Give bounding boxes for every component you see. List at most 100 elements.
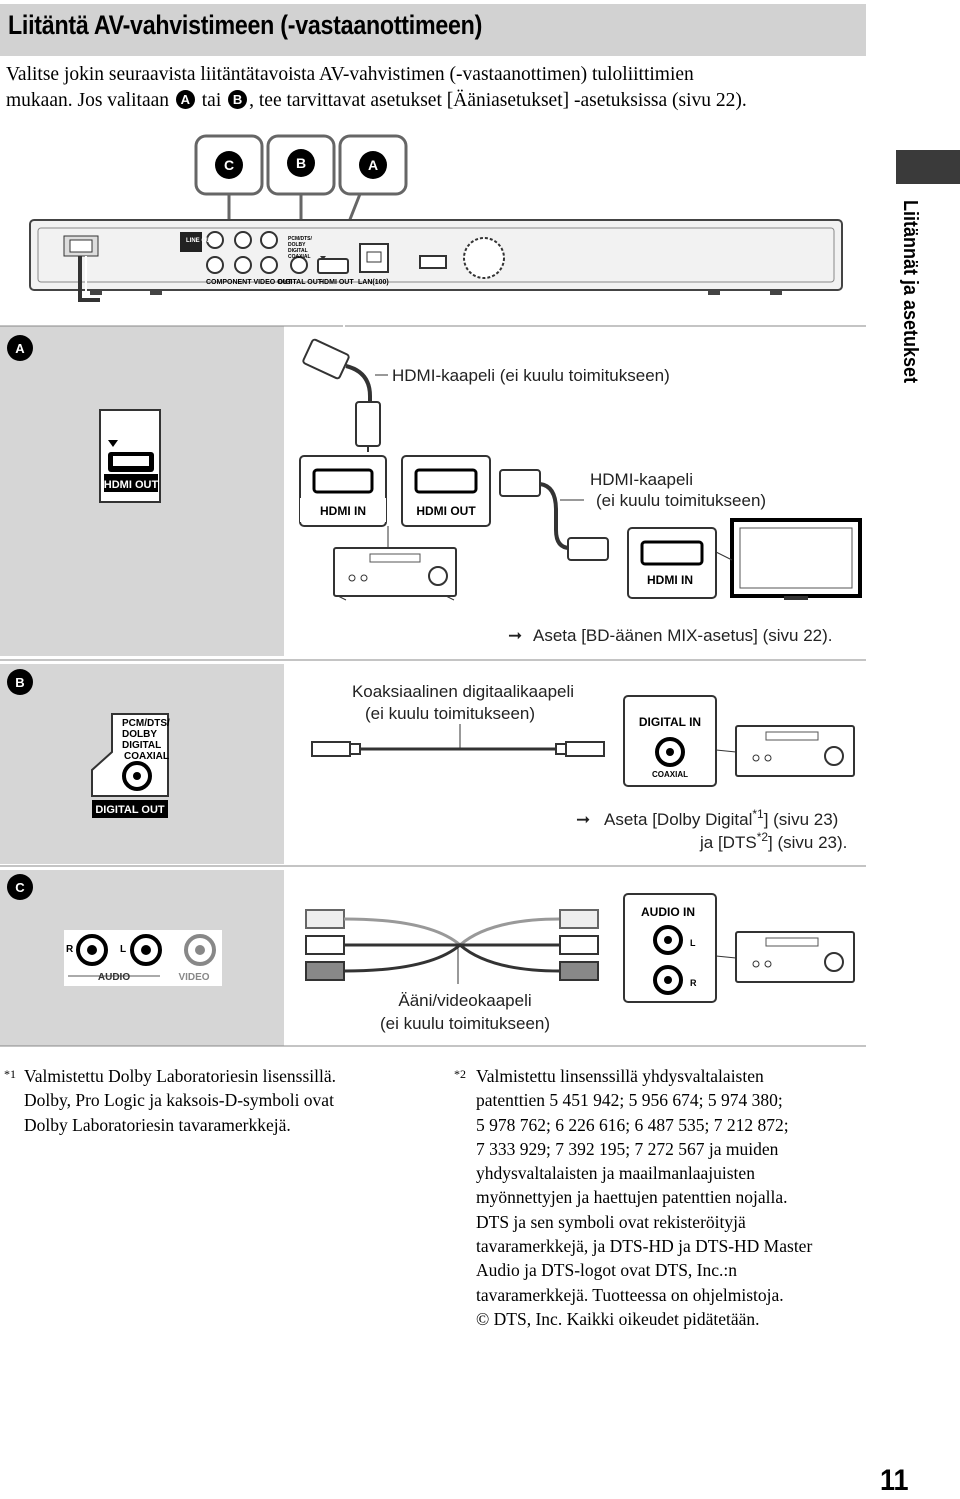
- panel-component-label: COMPONENT VIDEO OUT: [206, 279, 293, 286]
- digital-in-label: DIGITAL IN: [639, 715, 701, 729]
- note-text: ] (sivu 23): [764, 810, 839, 829]
- callout-c-letter: C: [224, 157, 234, 173]
- audio-in-r-label: R: [690, 978, 697, 988]
- av-cable-label-1: Ääni/videokaapeli: [398, 991, 531, 1010]
- badge-b: B: [228, 90, 248, 109]
- tv-hdmi-in-label: HDMI IN: [647, 573, 693, 587]
- section-a-badge-letter: A: [15, 341, 25, 356]
- audio-video-cable: [305, 909, 599, 984]
- receiver-audio-in-jacks: [623, 893, 717, 1003]
- section-tab-marker: [896, 150, 960, 184]
- footnote-2: *2 Valmistettu linsenssillä yhdysvaltala…: [454, 1064, 884, 1331]
- panel-hdmi-out: HDMI OUT: [319, 279, 354, 286]
- footnote-2-line: patenttien 5 451 942; 5 956 674; 5 974 3…: [476, 1090, 783, 1111]
- page-number: 11: [880, 1464, 909, 1497]
- coax-jack-text-1: PCM/DTS/: [122, 718, 170, 729]
- footnote-1-line: Dolby, Pro Logic ja kaksois-D-symboli ov…: [24, 1090, 334, 1111]
- footnote-1-mark: *1: [4, 1067, 16, 1081]
- footnote-2-line: Audio ja DTS-logot ovat DTS, Inc.:n: [476, 1260, 738, 1281]
- note-sup: *1: [752, 807, 764, 821]
- coax-jack-text-3: DIGITAL: [122, 740, 161, 751]
- intro-paragraph: Valitse jokin seuraavista liitäntätavois…: [6, 62, 866, 114]
- section-c-badge-letter: C: [15, 880, 25, 895]
- callout-a-letter: A: [368, 157, 378, 173]
- section-a-arrow: ➞: [508, 626, 522, 645]
- section-b-note-1: Aseta [Dolby Digital*1] (sivu 23): [604, 807, 838, 829]
- section-c-badge: [7, 874, 33, 900]
- panel-dolby: DOLBY: [288, 242, 306, 248]
- coax-jack-text-4: COAXIAL: [124, 751, 169, 762]
- panel-digital: DIGITAL: [288, 248, 308, 254]
- callout-b: [266, 134, 336, 232]
- receiver-coaxial-label: COAXIAL: [652, 770, 688, 779]
- av-jack-r-label: R: [66, 944, 74, 955]
- player-coaxial-jack: [91, 713, 169, 818]
- section-b-arrow: ➞: [576, 810, 590, 829]
- note-text: ja [DTS: [699, 833, 757, 852]
- title-bar: [0, 4, 866, 56]
- hdmi-cable-1: [302, 300, 388, 452]
- panel-lan: LAN(100): [358, 279, 389, 286]
- footnote-2-line: yhdysvaltalaisten ja maailmanlaajuisten: [476, 1163, 755, 1184]
- footnote-1-line: Dolby Laboratoriesin tavaramerkkejä.: [24, 1114, 291, 1135]
- section-a-note: Aseta [BD-äänen MIX-asetus] (sivu 22).: [533, 626, 833, 645]
- coaxial-cable-label-2: (ei kuulu toimitukseen): [365, 704, 535, 723]
- av-jack-l-label: L: [120, 944, 126, 955]
- note-sup: *2: [757, 830, 769, 844]
- footnote-2-line: Valmistettu linsenssillä yhdysvaltalaist…: [476, 1066, 764, 1086]
- hdmi-cable-1-label: HDMI-kaapeli (ei kuulu toimitukseen): [392, 366, 670, 385]
- page-title: Liitäntä AV-vahvistimeen (-vastaanottime…: [8, 10, 483, 40]
- footnote-2-line: © DTS, Inc. Kaikki oikeudet pidätetään.: [476, 1308, 760, 1329]
- av-cable-label-2: (ei kuulu toimitukseen): [380, 1014, 550, 1033]
- av-jack-audio-label: AUDIO: [98, 972, 130, 983]
- coaxial-cable-label-1: Koaksiaalinen digitaalikaapeli: [352, 682, 574, 701]
- hdmi-cable-2-label-1: HDMI-kaapeli: [590, 470, 693, 489]
- section-b-badge-letter: B: [15, 675, 24, 690]
- footnote-1-line: Valmistettu Dolby Laboratoriesin lisenss…: [24, 1066, 337, 1086]
- side-tab-label: Liitännät ja asetukset: [898, 200, 922, 400]
- audio-in-label: AUDIO IN: [641, 905, 695, 919]
- section-b-badge: [7, 669, 33, 695]
- amp-hdmi-in-jack: [299, 455, 387, 527]
- panel-coaxial: COAXIAL: [288, 254, 311, 260]
- amp-hdmi-out-jack: [401, 455, 491, 527]
- coax-jack-text-2: DOLBY: [122, 729, 157, 740]
- player-hdmi-out-jack: [99, 409, 161, 503]
- panel-pcm: PCM/DTS/: [288, 236, 313, 242]
- note-text: ] (sivu 23).: [768, 833, 847, 852]
- amp-hdmi-out-label: HDMI OUT: [416, 504, 476, 518]
- amp-hdmi-in-label: HDMI IN: [320, 504, 366, 518]
- av-jack-video-label: VIDEO: [178, 972, 209, 983]
- footnote-2-line: tavaramerkkejä, ja DTS-HD ja DTS-HD Mast…: [476, 1236, 813, 1257]
- section-a-badge: [7, 335, 33, 361]
- intro-text: tai: [201, 90, 222, 111]
- audio-in-l-label: L: [690, 938, 696, 948]
- footnote-2-line: DTS ja sen symboli ovat rekisteröityjä: [476, 1211, 746, 1232]
- badge-a: A: [175, 90, 195, 109]
- intro-line-1: Valitse jokin seuraavista liitäntätavois…: [6, 64, 694, 85]
- player-rear-panel: [29, 219, 843, 302]
- av-receiver-a: [333, 526, 457, 601]
- intro-text: , tee tarvittavat asetukset [Ääniasetuks…: [249, 90, 747, 111]
- footnote-1: *1 Valmistettu Dolby Laboratoriesin lise…: [4, 1064, 424, 1137]
- callout-b-letter: B: [296, 155, 306, 171]
- footnote-2-line: 5 978 762; 6 226 616; 6 487 535; 7 212 8…: [476, 1114, 789, 1135]
- av-receiver-c: [715, 931, 855, 983]
- note-text: Aseta [Dolby Digital: [604, 810, 752, 829]
- callout-c: [194, 134, 264, 232]
- panel-line-out: LINE OUT: [186, 238, 214, 244]
- footnote-2-line: 7 333 929; 7 392 195; 7 272 567 ja muide…: [476, 1138, 779, 1159]
- player-hdmi-out-label: HDMI OUT: [104, 479, 159, 491]
- hdmi-cable-2: [499, 469, 609, 561]
- coaxial-cable: [311, 724, 605, 757]
- footnote-2-line: myönnettyjen ja haettujen patenttien noj…: [476, 1187, 788, 1208]
- receiver-digital-in-jack: [623, 695, 717, 787]
- intro-line-2: mukaan. Jos valitaan A tai B, tee tarvit…: [6, 88, 866, 114]
- footnote-2-line: tavaramerkkejä. Tuotteessa on ohjelmisto…: [476, 1284, 784, 1305]
- player-av-jacks: [64, 930, 222, 986]
- section-b-note-2: ja [DTS*2] (sivu 23).: [699, 830, 847, 852]
- av-receiver-b: [715, 725, 855, 777]
- hdmi-cable-2-label-2: (ei kuulu toimitukseen): [596, 491, 766, 510]
- intro-text: mukaan. Jos valitaan: [6, 90, 169, 111]
